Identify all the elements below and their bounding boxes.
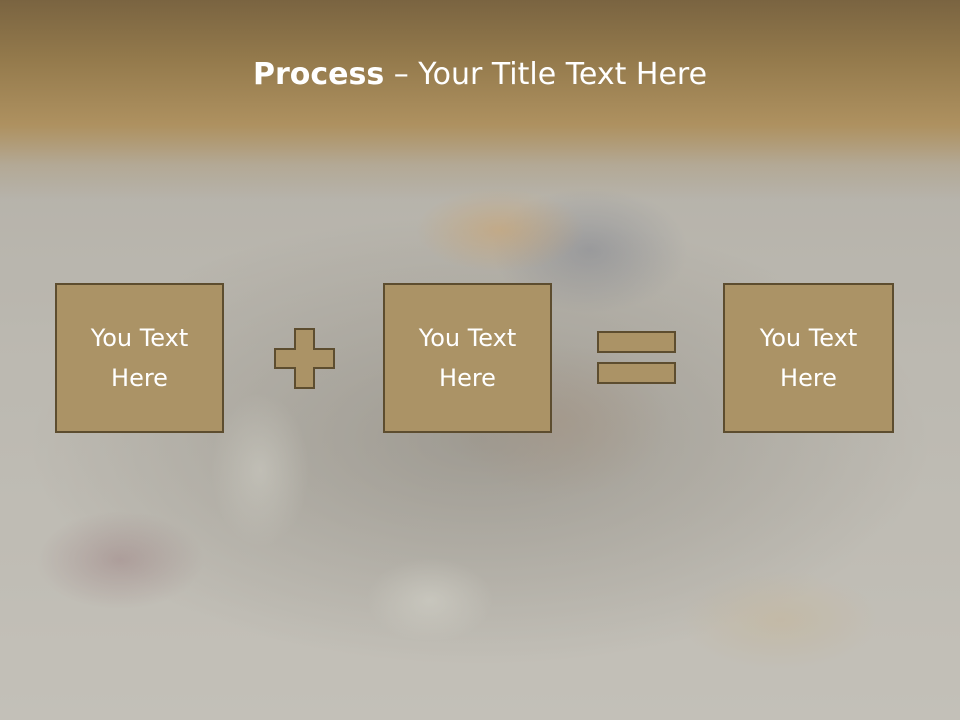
- equals-icon: [597, 331, 676, 384]
- title-bold: Process: [252, 57, 385, 92]
- title-band: [0, 0, 960, 200]
- process-box-2: You Text Here: [383, 283, 552, 433]
- title-dash: –: [384, 57, 419, 92]
- plus-icon: [274, 328, 335, 389]
- process-box-1-label: You Text Here: [90, 324, 189, 392]
- process-box-3: You Text Here: [723, 283, 894, 433]
- slide-title: Process – Your Title Text Here: [0, 54, 960, 96]
- title-rest: Your Title Text Here: [418, 57, 708, 92]
- process-box-1: You Text Here: [55, 283, 224, 433]
- process-box-2-label: You Text Here: [418, 324, 517, 392]
- process-box-3-label: You Text Here: [759, 324, 858, 392]
